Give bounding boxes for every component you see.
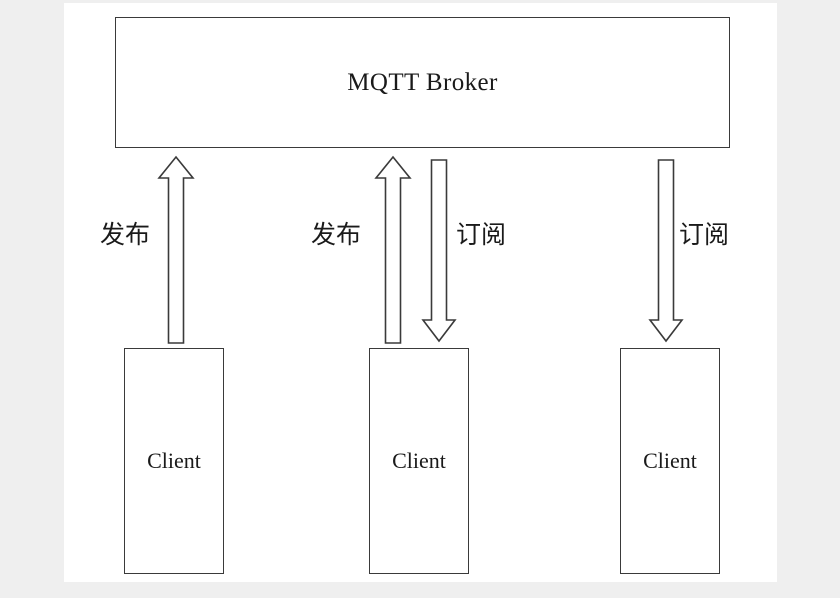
client-box-1[interactable]: Client: [124, 348, 224, 574]
publish-arrow-1[interactable]: [157, 155, 195, 345]
edge-label-publish-1: 发布: [100, 221, 151, 249]
edge-label-subscribe-1: 订阅: [456, 221, 507, 249]
edge-label-publish-2: 发布: [311, 221, 362, 249]
client-label-1: Client: [147, 448, 201, 473]
client-box-2[interactable]: Client: [369, 348, 469, 574]
publish-arrow-2[interactable]: [374, 155, 412, 345]
broker-label: MQTT Broker: [347, 68, 498, 96]
subscribe-arrow-1[interactable]: [421, 158, 457, 343]
client-label-3: Client: [643, 448, 697, 473]
client-box-3[interactable]: Client: [620, 348, 720, 574]
diagram-sheet: MQTT Broker 发布 发布 订阅 订阅 Client Client: [64, 3, 777, 582]
client-label-2: Client: [392, 448, 446, 473]
edge-label-subscribe-2: 订阅: [679, 221, 730, 249]
broker-box[interactable]: MQTT Broker: [115, 17, 730, 148]
subscribe-arrow-2[interactable]: [648, 158, 684, 343]
